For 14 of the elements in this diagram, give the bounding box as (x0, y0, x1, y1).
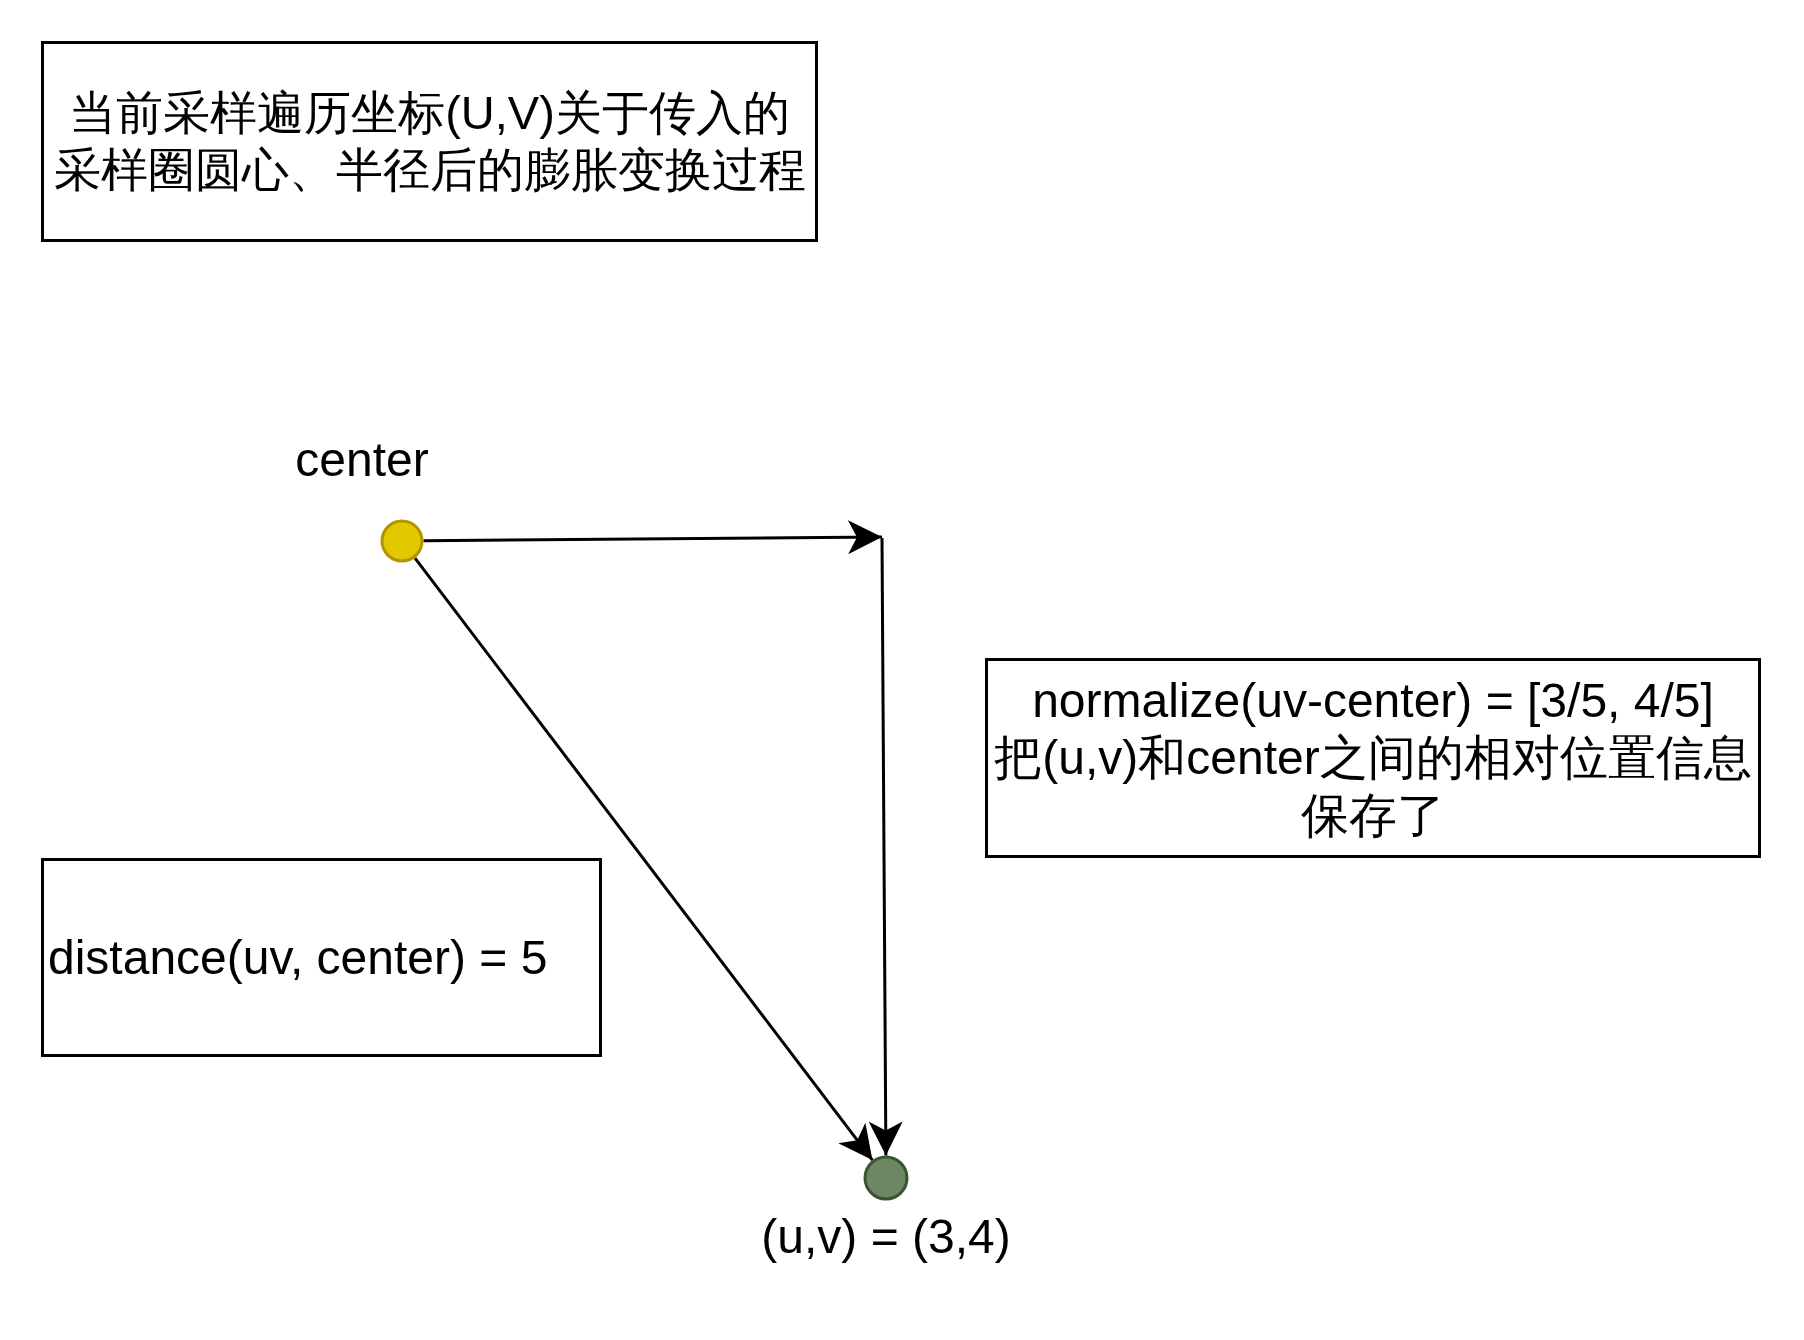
formula-text: distance(uv, center) = 5 (48, 929, 548, 986)
note-box (985, 658, 1761, 858)
arrow (423, 520, 882, 555)
note-box (41, 858, 602, 1057)
note-text: 把(u,v)和center之间的相对位置信息保存了 (993, 730, 1753, 844)
arrow (868, 538, 903, 1156)
formula-text: normalize(uv-center) = [3/5, 4/5] (1032, 672, 1714, 729)
title-text: 当前采样遍历坐标(U,V)关于传入的采样圈圆心、半径后的膨胀变换过程 (52, 85, 807, 198)
point-marker-icon (380, 519, 424, 563)
point-label: center (295, 432, 429, 489)
point-marker-icon (863, 1155, 909, 1201)
arrow (413, 557, 874, 1161)
point-label: (u,v) = (3,4) (761, 1209, 1011, 1266)
title-box (41, 41, 818, 242)
